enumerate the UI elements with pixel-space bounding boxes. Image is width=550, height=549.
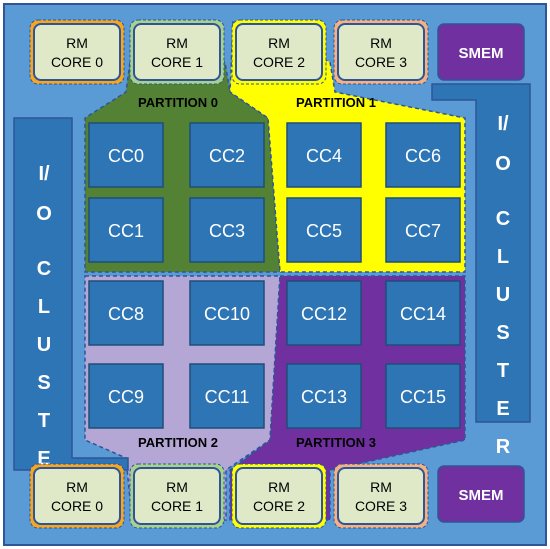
partition-1-label: PARTITION 1 <box>296 95 376 110</box>
compute-core-label: CC14 <box>400 304 446 324</box>
partition-3-label: PARTITION 3 <box>296 435 376 450</box>
compute-core-cc7 <box>385 197 461 263</box>
rm-core-label-line2: CORE 1 <box>151 498 203 514</box>
rm-core-label-line2: CORE 3 <box>355 54 407 70</box>
io-cluster-letter: L <box>497 246 509 268</box>
rm-core-label-line2: CORE 1 <box>151 54 203 70</box>
io-cluster-letter: S <box>37 372 50 394</box>
partition-0-label: PARTITION 0 <box>138 95 218 110</box>
compute-core-label: CC5 <box>306 221 342 241</box>
compute-core-cc12 <box>286 280 362 346</box>
io-cluster-letter: L <box>38 296 50 318</box>
compute-core-cc4 <box>286 122 362 188</box>
io-cluster-letter: I/ <box>497 113 509 135</box>
rm-core-label-line1: RM <box>370 35 392 51</box>
rm-core-label-line2: CORE 0 <box>51 54 103 70</box>
compute-core-label: CC2 <box>209 146 245 166</box>
io-cluster-letter: S <box>496 322 509 344</box>
compute-core-cc3 <box>189 197 265 263</box>
compute-core-cc9 <box>88 363 164 429</box>
rm-core-label-line2: CORE 3 <box>355 498 407 514</box>
compute-core-label: CC13 <box>301 387 347 407</box>
io-cluster-letter: T <box>497 360 509 382</box>
rm-core-label-line2: CORE 2 <box>253 54 305 70</box>
compute-core-label: CC4 <box>306 146 342 166</box>
rm-core-label-line1: RM <box>166 479 188 495</box>
smem-top-block <box>437 23 525 81</box>
compute-core-cc1 <box>88 197 164 263</box>
rm-core-block <box>235 467 323 525</box>
rm-core-label-line2: CORE 0 <box>51 498 103 514</box>
rm-core-label-line1: RM <box>268 479 290 495</box>
compute-core-cc10 <box>189 280 265 346</box>
io-cluster-letter: O <box>495 153 511 175</box>
io-cluster-letter: E <box>496 398 509 420</box>
compute-core-label: CC0 <box>108 146 144 166</box>
smem-top-label: SMEM <box>459 45 504 62</box>
compute-core-cc0 <box>88 122 164 188</box>
rm-core-label-line1: RM <box>66 35 88 51</box>
rm-core-block <box>33 467 121 525</box>
compute-core-label: CC12 <box>301 304 347 324</box>
compute-core-cc2 <box>189 122 265 188</box>
io-cluster-letter: R <box>496 436 511 458</box>
compute-core-cc11 <box>189 363 265 429</box>
compute-core-label: CC9 <box>108 387 144 407</box>
compute-core-label: CC6 <box>405 146 441 166</box>
rm-cores-top: RM CORE 0 RM CORE 1 RM CORE 2 RM CORE 3 <box>29 19 429 85</box>
io-cluster-letter: C <box>496 208 510 230</box>
io-cluster-left-panel <box>13 117 129 471</box>
rm-core-block <box>235 23 323 81</box>
rm-core-block <box>337 23 425 81</box>
rm-core-block <box>133 23 221 81</box>
compute-core-cc14 <box>385 280 461 346</box>
compute-core-label: CC15 <box>400 387 446 407</box>
compute-core-label: CC11 <box>205 387 250 407</box>
io-cluster-letter: I/ <box>38 163 50 185</box>
io-cluster-letter: C <box>37 258 51 280</box>
compute-core-label: CC10 <box>204 304 250 324</box>
io-cluster-letter: U <box>496 284 510 306</box>
rm-core-label-line1: RM <box>166 35 188 51</box>
io-cluster-letter: O <box>36 203 52 225</box>
rm-core-block <box>337 467 425 525</box>
compute-core-cc13 <box>286 363 362 429</box>
rm-core-label-line2: CORE 2 <box>253 498 305 514</box>
compute-core-cc15 <box>385 363 461 429</box>
io-cluster-letter: T <box>38 410 50 432</box>
compute-core-label: CC1 <box>108 221 144 241</box>
io-cluster-letter: U <box>37 334 51 356</box>
partition-2-label: PARTITION 2 <box>138 435 218 450</box>
rm-core-label-line1: RM <box>370 479 392 495</box>
smem-bottom-block <box>437 465 525 523</box>
compute-core-cc6 <box>385 122 461 188</box>
compute-core-label: CC7 <box>405 221 441 241</box>
smem-bottom-label: SMEM <box>459 487 504 504</box>
rm-core-block <box>133 467 221 525</box>
compute-core-label: CC3 <box>209 221 245 241</box>
compute-core-cc5 <box>286 197 362 263</box>
compute-core-label: CC8 <box>108 304 144 324</box>
rm-core-block <box>33 23 121 81</box>
rm-cores-bottom: RM CORE 0 RM CORE 1 RM CORE 2 RM CORE 3 <box>29 463 429 529</box>
compute-core-cc8 <box>88 280 164 346</box>
io-cluster-right-panel <box>431 83 531 423</box>
rm-core-label-line1: RM <box>66 479 88 495</box>
rm-core-label-line1: RM <box>268 35 290 51</box>
